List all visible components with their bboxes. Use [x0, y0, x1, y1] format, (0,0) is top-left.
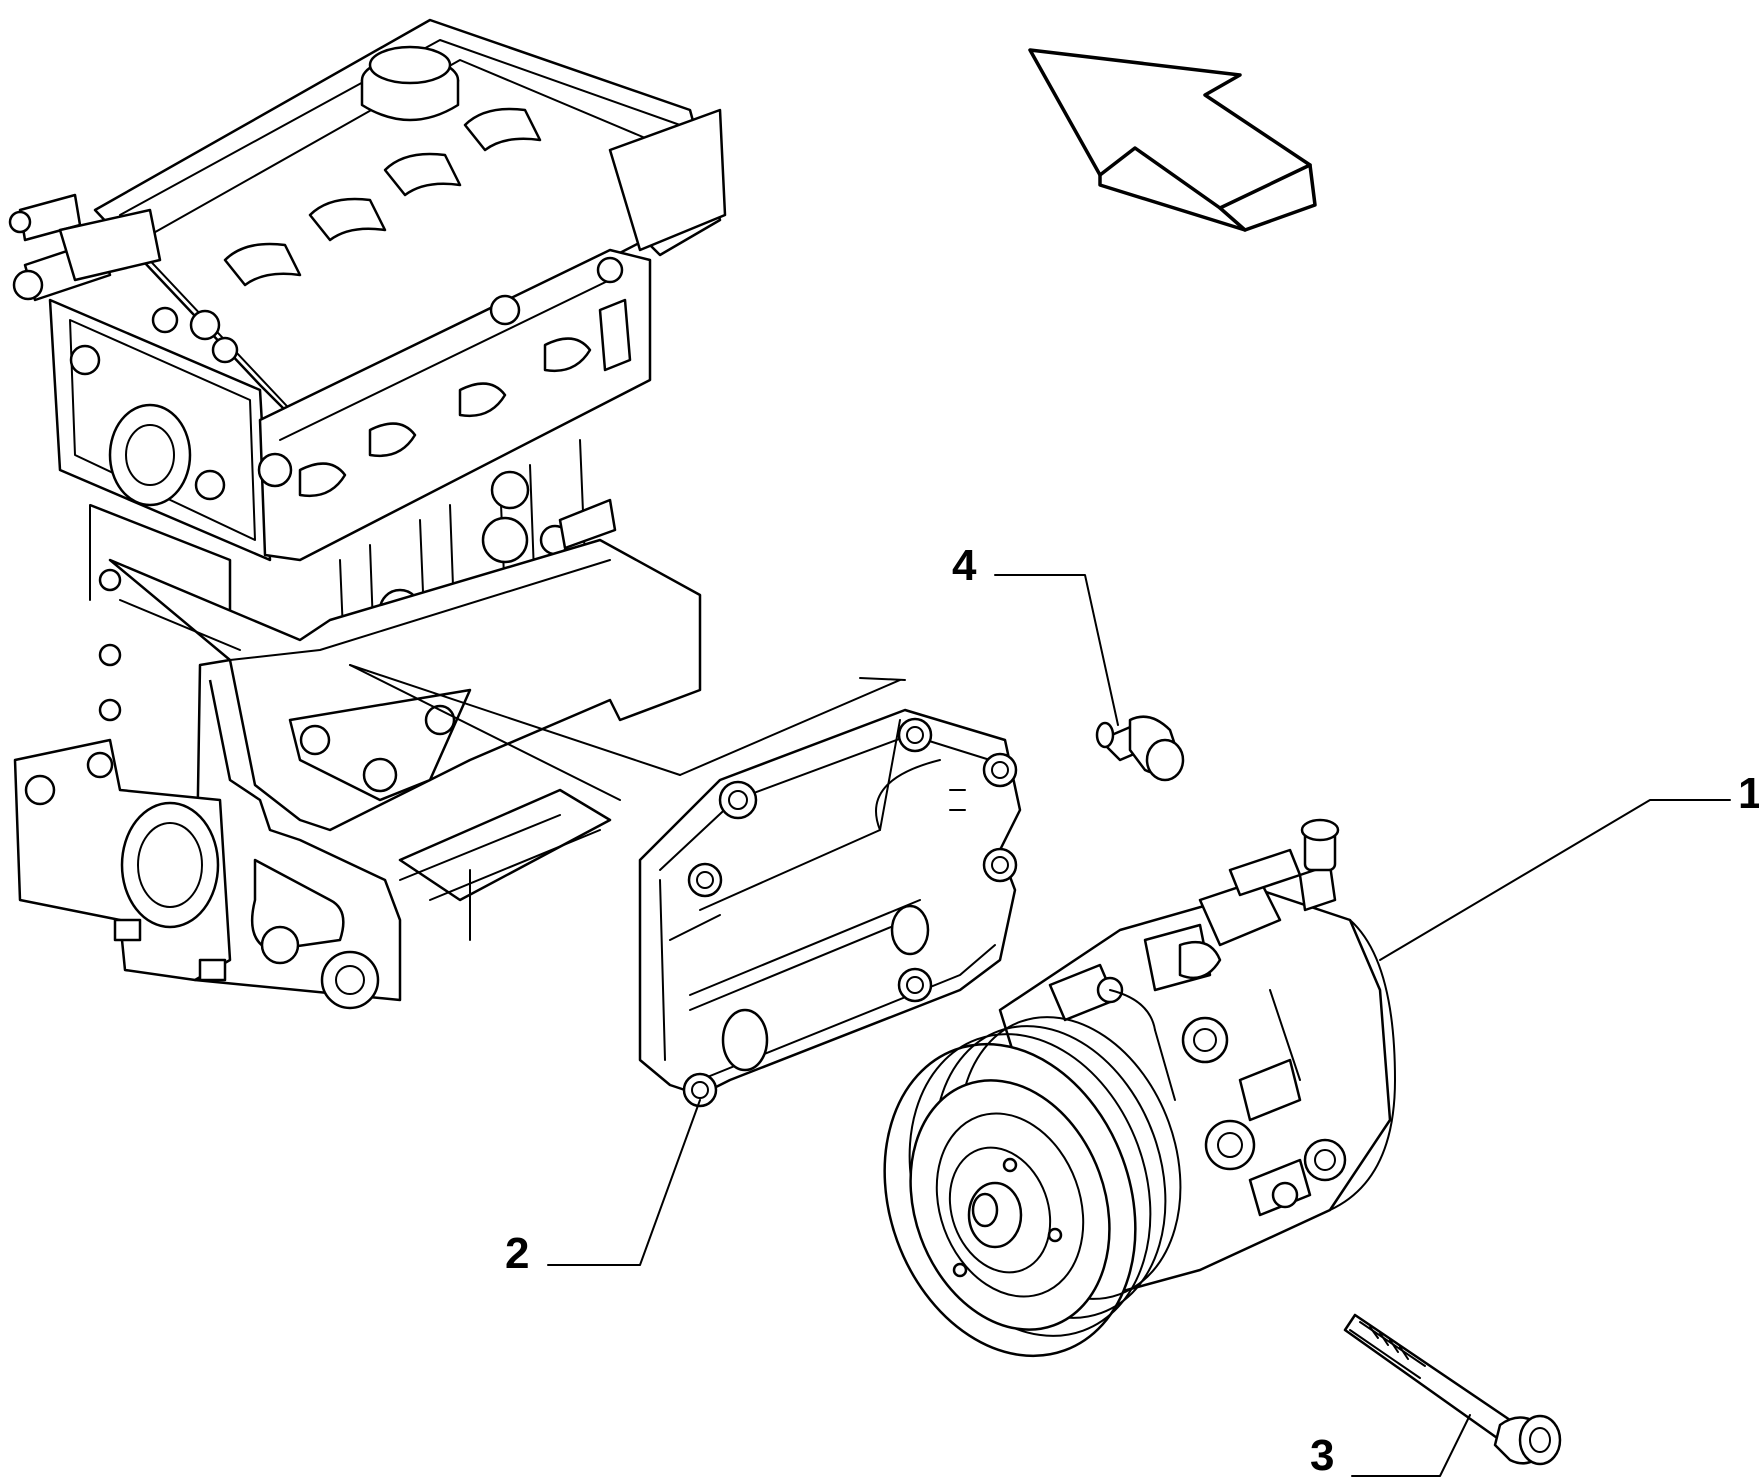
direction-arrow-icon: [1028, 48, 1317, 232]
leader-line-1: [1379, 799, 1731, 961]
engine-block-icon: [8, 18, 906, 1010]
short-bolt-icon: [1095, 715, 1185, 782]
leader-line-2: [547, 1099, 701, 1266]
ac-compressor-icon: [883, 818, 1396, 1358]
long-bolt-icon: [1343, 1313, 1562, 1466]
callout-3: 3: [1310, 1431, 1334, 1477]
leader-lines: [547, 574, 1731, 1477]
callout-2: 2: [505, 1229, 529, 1278]
callout-1: 1: [1738, 769, 1759, 818]
callout-4: 4: [952, 541, 977, 590]
leader-line-4: [994, 574, 1119, 726]
leader-line-3: [1351, 1414, 1471, 1477]
mounting-bracket-icon: [638, 708, 1022, 1108]
